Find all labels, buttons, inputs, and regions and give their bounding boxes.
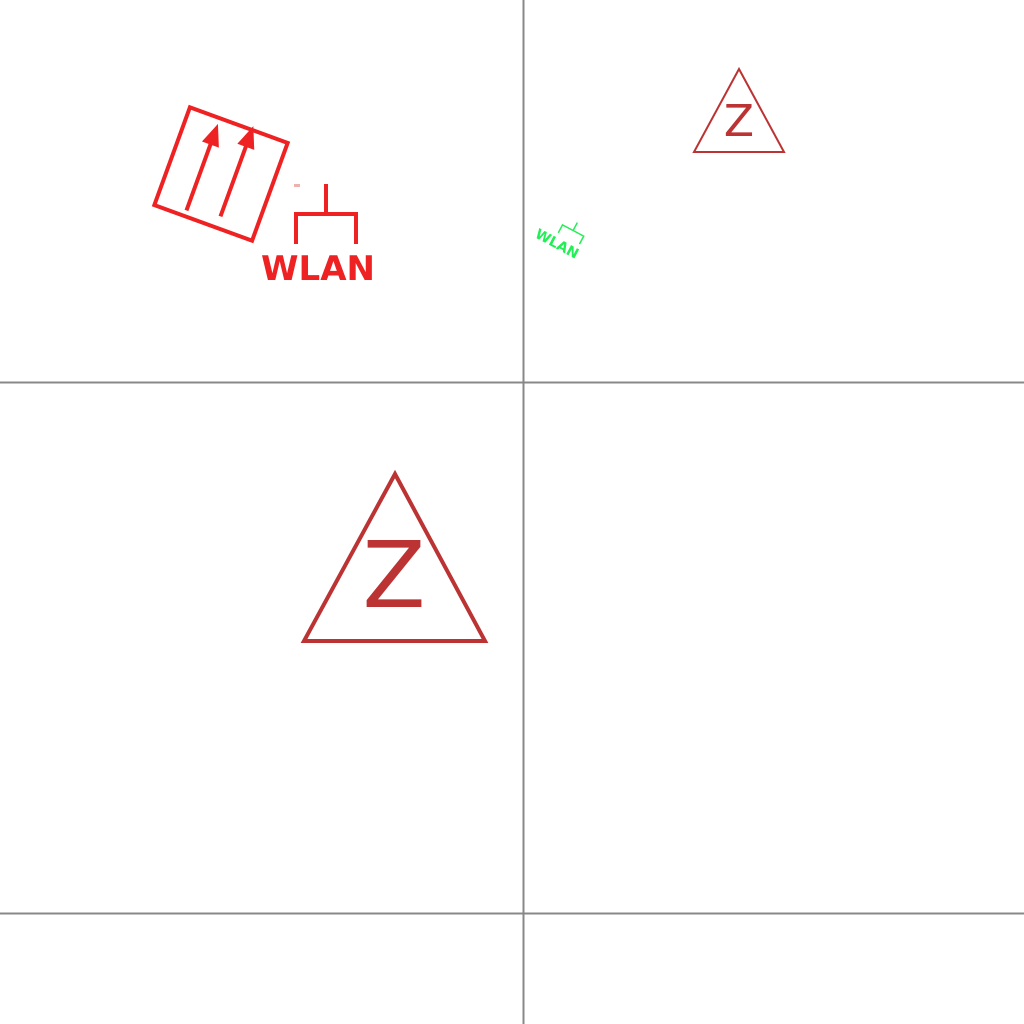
warning-triangle-large: Z [300, 469, 489, 643]
marker-dot [294, 184, 300, 187]
triangle-icon-small [692, 66, 786, 153]
warning-triangle-small: Z [692, 66, 786, 153]
triangle-label-large: Z [362, 522, 425, 629]
wlan-symbol-small: WLAN [532, 222, 585, 262]
triangle-icon-large [300, 469, 489, 643]
wlan-label-large: WLAN [261, 249, 375, 289]
wlan-symbol-large: WLAN [261, 184, 375, 289]
antenna-icon-small [557, 222, 585, 245]
triangle-label-small: Z [724, 96, 754, 147]
wlan-label-small: WLAN [532, 226, 581, 262]
antenna-icon [294, 184, 358, 244]
double-arrow-sign-icon [151, 104, 291, 244]
